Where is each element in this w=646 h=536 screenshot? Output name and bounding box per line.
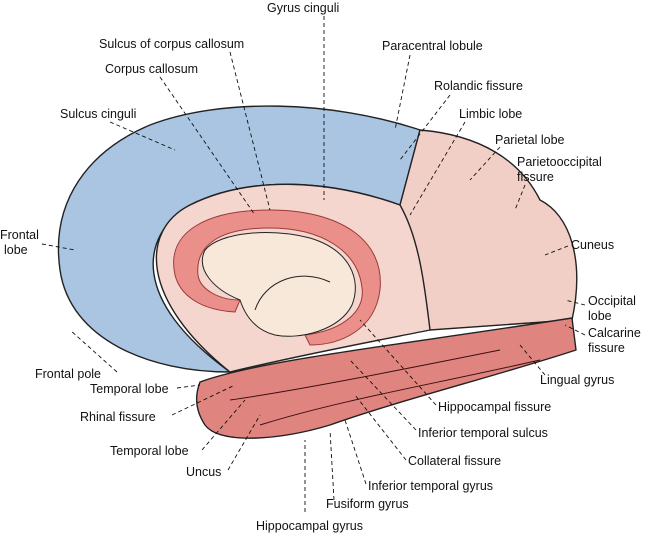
- temporal-lobe-region: [196, 317, 577, 439]
- label-rhinal-fissure: Rhinal fissure: [80, 410, 156, 424]
- label-uncus: Uncus: [186, 465, 221, 479]
- label-sulcus-cinguli: Sulcus cinguli: [60, 107, 136, 121]
- label-rolandic-fissure: Rolandic fissure: [434, 79, 523, 93]
- label-lingual-gyrus: Lingual gyrus: [540, 373, 614, 387]
- label-temporal-lobe-b: Temporal lobe: [110, 444, 189, 458]
- thalamus-shape: [202, 232, 356, 337]
- label-hippocampal-gyrus: Hippocampal gyrus: [256, 519, 363, 533]
- label-fusiform-gyrus: Fusiform gyrus: [326, 497, 409, 511]
- label-corpus-callosum: Corpus callosum: [105, 62, 198, 76]
- label-parietooccipital: Parietooccipital: [517, 155, 602, 169]
- label-parietal-lobe: Parietal lobe: [495, 133, 565, 147]
- label-inferior-temporal-gyrus: Inferior temporal gyrus: [368, 479, 493, 493]
- label-inferior-temporal-sulcus: Inferior temporal sulcus: [418, 426, 548, 440]
- corpus-callosum-shape: [173, 209, 381, 346]
- label-frontal-lobe: Frontal: [0, 228, 39, 242]
- label-frontal-lobe-2: lobe: [4, 243, 28, 257]
- label-frontal-pole: Frontal pole: [35, 367, 101, 381]
- label-hippocampal-fissure: Hippocampal fissure: [438, 400, 551, 414]
- label-collateral-fissure: Collateral fissure: [408, 454, 501, 468]
- label-calcarine: Calcarine: [588, 326, 641, 340]
- label-parietooccipital-2: fissure: [517, 170, 554, 184]
- leader-lines: [41, 16, 586, 512]
- label-occipital-lobe-2: lobe: [588, 309, 612, 323]
- label-cuneus: Cuneus: [571, 238, 614, 252]
- label-occipital-lobe: Occipital: [588, 294, 636, 308]
- label-paracentral-lobule: Paracentral lobule: [382, 39, 483, 53]
- label-sulcus-corpus-callosum: Sulcus of corpus callosum: [99, 37, 244, 51]
- label-gyrus-cinguli: Gyrus cinguli: [267, 1, 339, 15]
- label-calcarine-2: fissure: [588, 341, 625, 355]
- label-limbic-lobe: Limbic lobe: [459, 107, 522, 121]
- label-temporal-lobe-a: Temporal lobe: [90, 382, 169, 396]
